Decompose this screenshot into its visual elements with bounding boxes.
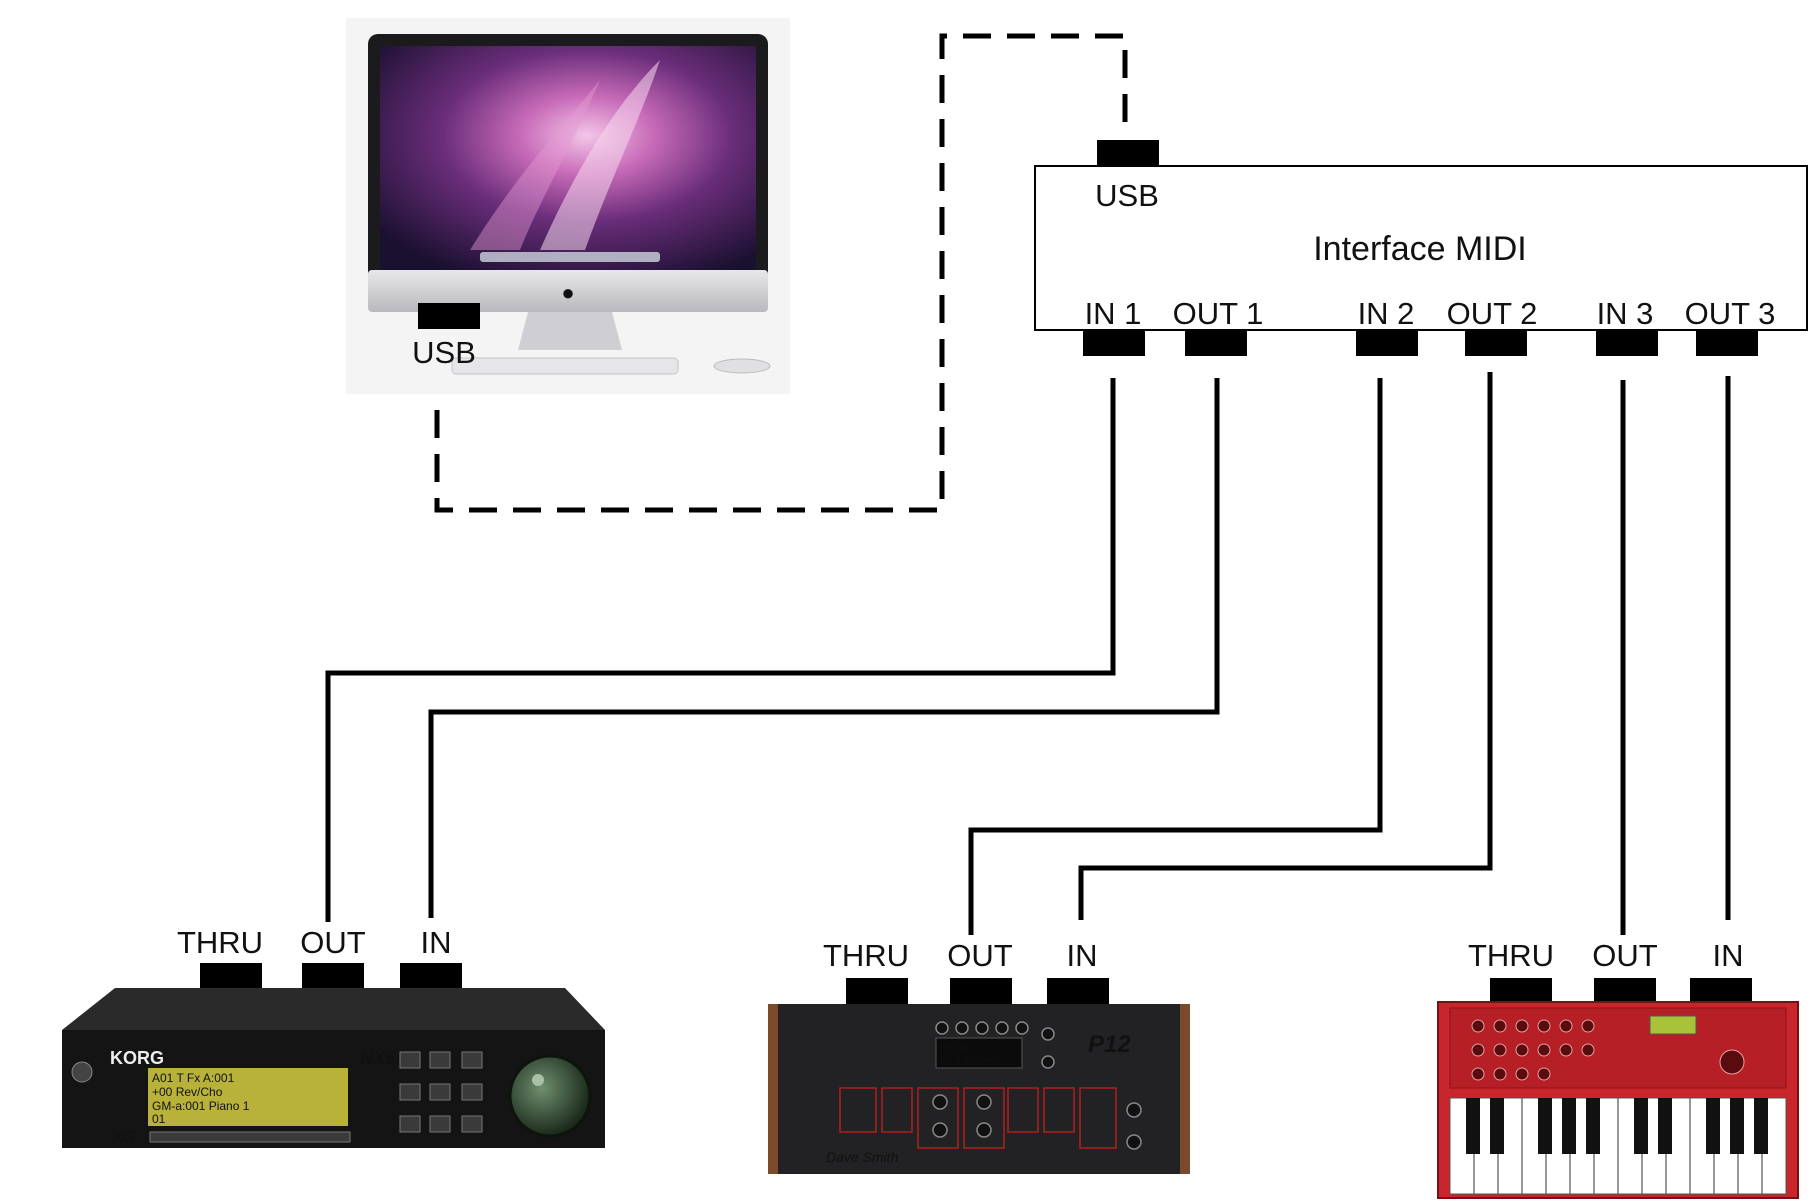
device-dsi-p12: THRU OUT IN P1 U1 It's a Prophet! P12 Da… — [768, 938, 1190, 1174]
port-in3 — [1596, 330, 1658, 356]
device2-out-port — [950, 978, 1012, 1004]
port-out1 — [1185, 330, 1247, 356]
mouse-icon — [713, 358, 771, 374]
midi-interface: USB Interface MIDI IN 1 OUT 1 IN 2 OUT 2… — [1034, 140, 1808, 356]
p12-maker: Dave Smith — [826, 1149, 899, 1165]
device1-out-label: OUT — [300, 925, 366, 960]
computer: ● USB — [346, 18, 790, 394]
interface-box — [1034, 165, 1808, 331]
device3-in-port — [1690, 978, 1752, 1004]
korg-value-dial-icon — [508, 1054, 592, 1138]
korg-lcd-line2: +00 Rev/Cho — [152, 1085, 223, 1099]
device2-in-port — [1047, 978, 1109, 1004]
device3-out-label: OUT — [1592, 938, 1658, 973]
port-label-out3: OUT 3 — [1685, 296, 1776, 331]
p12-logo: P12 — [1088, 1031, 1131, 1058]
p12-knobs — [932, 1021, 1142, 1150]
device3-in-label: IN — [1713, 938, 1744, 973]
korg-lcd-line4: 01 — [152, 1112, 166, 1126]
korg-xg-badge: XG — [112, 1129, 135, 1146]
port-label-in1: IN 1 — [1085, 296, 1142, 331]
korg-lcd — [148, 1068, 348, 1126]
korg-volume-knob-icon — [71, 1061, 93, 1083]
cables — [325, 33, 1731, 935]
korg-buttons — [149, 1051, 483, 1143]
device3-thru-port — [1490, 978, 1552, 1004]
korg-lcd-line1: A01 T Fx A:001 — [152, 1071, 235, 1085]
p12-sections — [839, 1087, 1117, 1149]
device-korg-nx5r: THRU OUT IN KORG NX5R A01 T Fx A:001 +00… — [62, 925, 605, 1148]
port-in2 — [1356, 330, 1418, 356]
port-out3 — [1696, 330, 1758, 356]
computer-usb-port — [418, 303, 480, 329]
korg-lcd-line3: GM-a:001 Piano 1 — [152, 1099, 250, 1113]
port-label-in3: IN 3 — [1597, 296, 1654, 331]
p12-display-line2: It's a Prophet! — [940, 1055, 1001, 1066]
imac-stand — [518, 312, 622, 350]
p12-wood-right — [1180, 1004, 1190, 1174]
port-label-in2: IN 2 — [1358, 296, 1415, 331]
device1-in-label: IN — [421, 925, 452, 960]
keyboard-icon — [451, 357, 679, 375]
device1-thru-port — [200, 963, 262, 989]
device1-thru-label: THRU — [177, 925, 263, 960]
device-red-synth: THRU OUT IN — [1437, 938, 1799, 1199]
port-label-out2: OUT 2 — [1447, 296, 1538, 331]
port-label-out1: OUT 1 — [1173, 296, 1264, 331]
device2-out-label: OUT — [947, 938, 1013, 973]
korg-brand: KORG — [110, 1048, 164, 1068]
device2-in-label: IN — [1067, 938, 1098, 973]
device2-thru-label: THRU — [823, 938, 909, 973]
cable-device1-out-to-in1 — [325, 378, 1116, 922]
p12-display — [935, 1037, 1023, 1069]
device1-out-port — [302, 963, 364, 989]
cable-device2-out-to-in2 — [968, 378, 1383, 935]
port-out2 — [1465, 330, 1527, 356]
interface-title: Interface MIDI — [1313, 230, 1527, 268]
interface-usb-port — [1097, 140, 1159, 166]
device1-in-port — [400, 963, 462, 989]
computer-usb-label: USB — [412, 335, 476, 370]
device2-thru-port — [846, 978, 908, 1004]
imac-dock — [480, 252, 660, 262]
device3-out-port — [1594, 978, 1656, 1004]
synth-knobs — [1471, 1019, 1745, 1081]
synth-keyboard — [1449, 1097, 1787, 1195]
port-in1 — [1083, 330, 1145, 356]
cable-out2-to-device2-in — [1078, 372, 1493, 920]
apple-logo-icon: ● — [561, 280, 574, 305]
cable-out1-to-device1-in — [428, 378, 1220, 918]
synth-display — [1649, 1015, 1697, 1035]
imac-chin — [368, 270, 768, 312]
p12-display-line1: P1 U1 — [940, 1043, 968, 1054]
p12-wood-left — [768, 1004, 778, 1174]
usb-cable — [434, 33, 1128, 513]
device3-thru-label: THRU — [1468, 938, 1554, 973]
korg-model: NX5R — [360, 1048, 408, 1068]
interface-usb-label: USB — [1095, 178, 1159, 213]
korg-chassis-top — [62, 988, 605, 1030]
